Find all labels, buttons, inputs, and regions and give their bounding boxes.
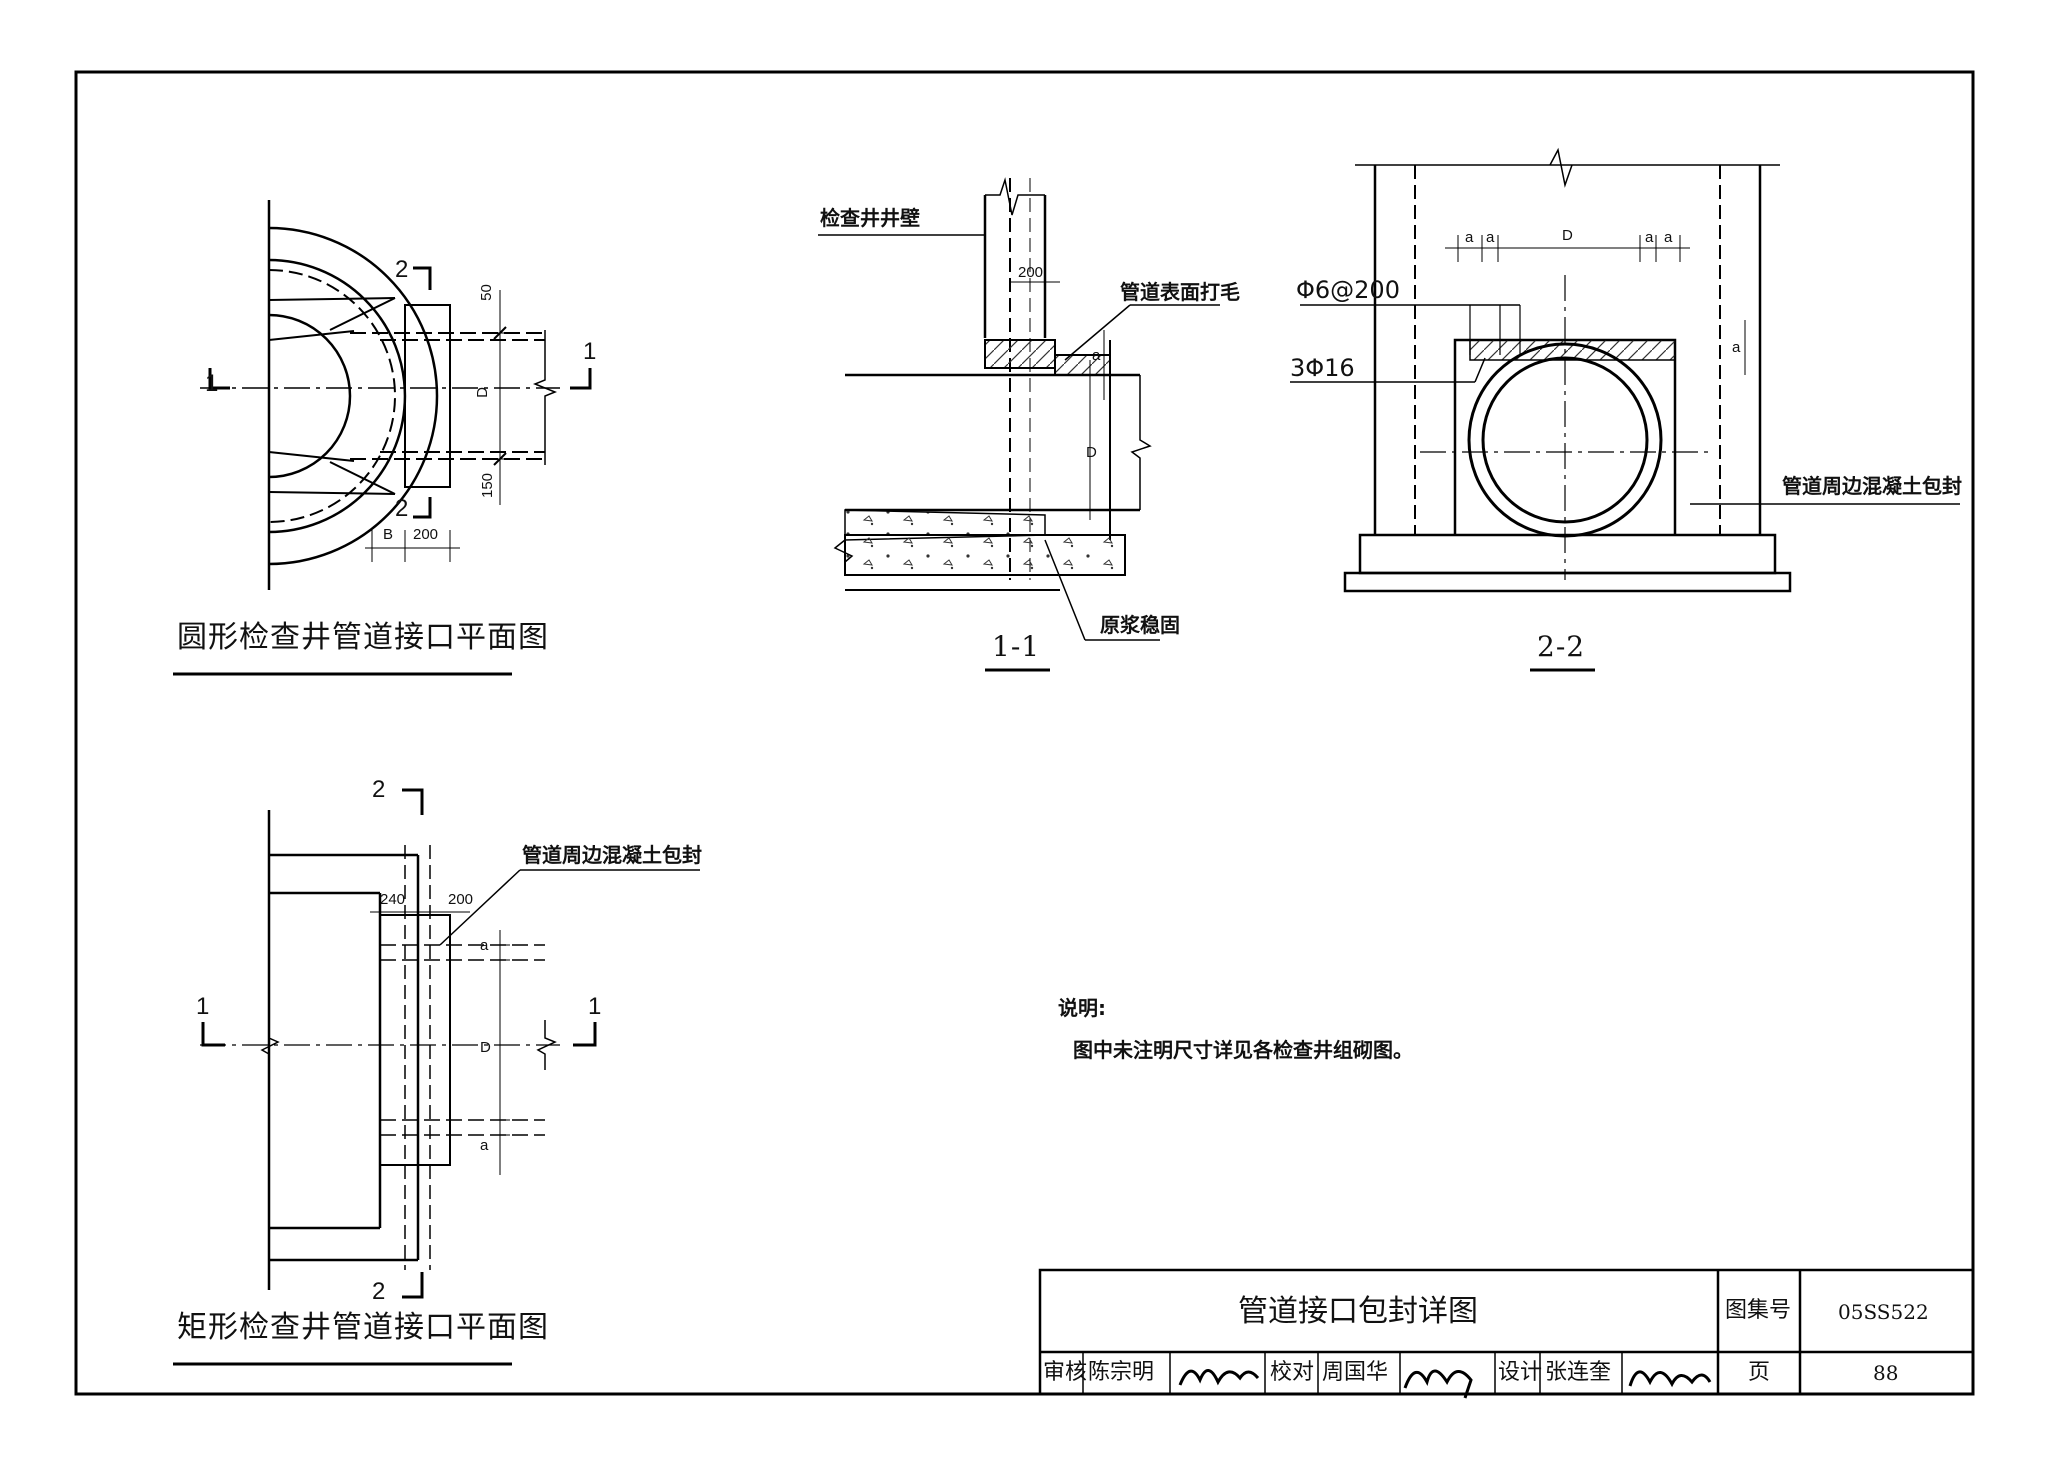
sheet-border (74, 70, 1975, 1396)
section-mark-2-top-rect: 2 (372, 776, 386, 803)
dim-240: 240 (380, 891, 406, 908)
label-mortar-fix: 原浆稳固 (1100, 613, 1180, 637)
dim-a-top-rect: a (480, 937, 489, 954)
label-rough-surface: 管道表面打毛 (1120, 280, 1240, 304)
dim-a-2-2-2: a (1486, 229, 1495, 246)
section-mark-1-left: 1 (205, 370, 219, 397)
section-1-1-caption: 1-1 (992, 630, 1041, 663)
dim-d-1-1: D (1086, 444, 1097, 461)
label-encasement-rect: 管道周边混凝土包封 (522, 843, 702, 867)
dim-a-2-2-3: a (1645, 229, 1654, 246)
signoff-role-design: 设计 (1498, 1360, 1543, 1385)
dim-diameter-d: D (473, 387, 491, 398)
label-rebar: 3Φ16 (1290, 354, 1355, 382)
dim-a-1-1: a (1092, 347, 1101, 364)
section-mark-1-right-rect: 1 (588, 993, 602, 1020)
section-mark-2-bottom: 2 (395, 495, 409, 522)
signoff-name-design: 张连奎 (1545, 1360, 1612, 1385)
dim-a-bottom-rect: a (480, 1137, 489, 1154)
notes-heading: 说明: (1058, 996, 1106, 1020)
page-value: 88 (1873, 1361, 1899, 1385)
dim-200-rect: 200 (448, 891, 474, 908)
atlas-value: 05SS522 (1838, 1300, 1929, 1324)
dim-a-2-2-4: a (1664, 229, 1673, 246)
signoff-role-check: 校对 (1270, 1360, 1315, 1385)
dim-200-1-1: 200 (1018, 264, 1044, 281)
section-mark-2-bottom-rect: 2 (372, 1278, 386, 1305)
label-encasement-2-2: 管道周边混凝土包封 (1782, 474, 1962, 498)
rectangular-plan-drawing (173, 788, 700, 1366)
atlas-label: 图集号 (1725, 1298, 1792, 1323)
signature-marks (1178, 1369, 1712, 1399)
page-label: 页 (1748, 1360, 1771, 1385)
dim-200: 200 (413, 526, 439, 543)
dim-a-2-2-1: a (1465, 229, 1474, 246)
notes-line-1: 图中未注明尺寸详见各检查井组砌图。 (1073, 1038, 1413, 1062)
dim-d-rect: D (480, 1039, 491, 1056)
label-stirrup: Φ6@200 (1296, 276, 1400, 304)
label-well-wall: 检查井井壁 (820, 206, 920, 230)
section-mark-2-top: 2 (395, 256, 409, 283)
circular-plan-caption: 圆形检查井管道接口平面图 (177, 620, 549, 655)
title-block-frame (1038, 1268, 1975, 1396)
signoff-role-review: 审核 (1043, 1360, 1088, 1385)
section-2-2-caption: 2-2 (1537, 630, 1586, 663)
dim-b: B (383, 526, 394, 543)
dim-top-50: 50 (477, 284, 495, 301)
circular-plan-drawing (173, 200, 592, 676)
signoff-name-review: 陈宗明 (1088, 1360, 1155, 1385)
drawing-title: 管道接口包封详图 (1238, 1294, 1478, 1329)
rectangular-plan-caption: 矩形检查井管道接口平面图 (177, 1310, 549, 1345)
section-mark-1-left-rect: 1 (196, 993, 210, 1020)
section-mark-1-right: 1 (583, 338, 597, 365)
dim-d-2-2: D (1562, 227, 1573, 244)
section-1-1-drawing (818, 177, 1220, 672)
signoff-name-check: 周国华 (1322, 1360, 1389, 1385)
section-2-2-drawing (1290, 147, 1960, 672)
dim-a-2-2-5: a (1732, 339, 1741, 356)
dim-bottom-150: 150 (479, 472, 497, 499)
